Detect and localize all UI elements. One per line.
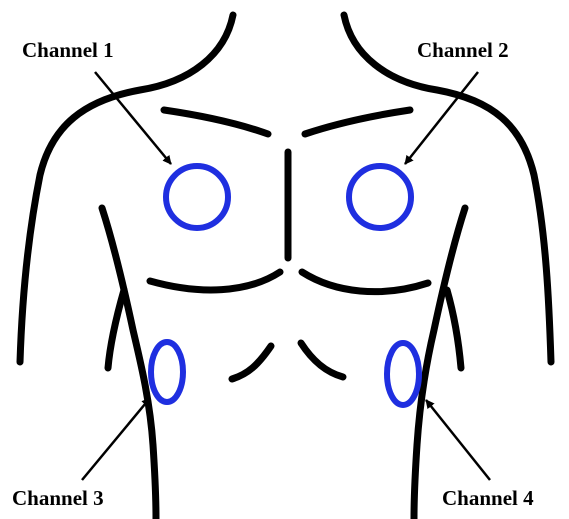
clavicle-right (305, 110, 410, 134)
pointer-arrows (82, 72, 490, 480)
electrode-channel-3 (151, 342, 183, 402)
inner-contour-right (447, 290, 461, 368)
label-channel-2: Channel 2 (417, 38, 509, 62)
label-channel-3: Channel 3 (12, 486, 104, 510)
electrode-channel-2 (349, 166, 411, 228)
label-channel-4: Channel 4 (442, 486, 534, 510)
inner-contour-left (108, 290, 124, 368)
electrode-channel-4 (387, 343, 419, 405)
abdomen-line-left (232, 346, 271, 379)
arrow-channel-3 (82, 398, 150, 480)
label-channel-1: Channel 1 (22, 38, 114, 62)
clavicle-left (164, 110, 268, 134)
pectoral-right (302, 272, 428, 292)
abdomen-line-right (301, 343, 343, 377)
electrode-channel-1 (166, 166, 228, 228)
torso-outline (20, 15, 551, 519)
neck-shoulder-right (344, 15, 551, 362)
arrow-channel-4 (426, 400, 490, 480)
pectoral-left (150, 272, 280, 290)
